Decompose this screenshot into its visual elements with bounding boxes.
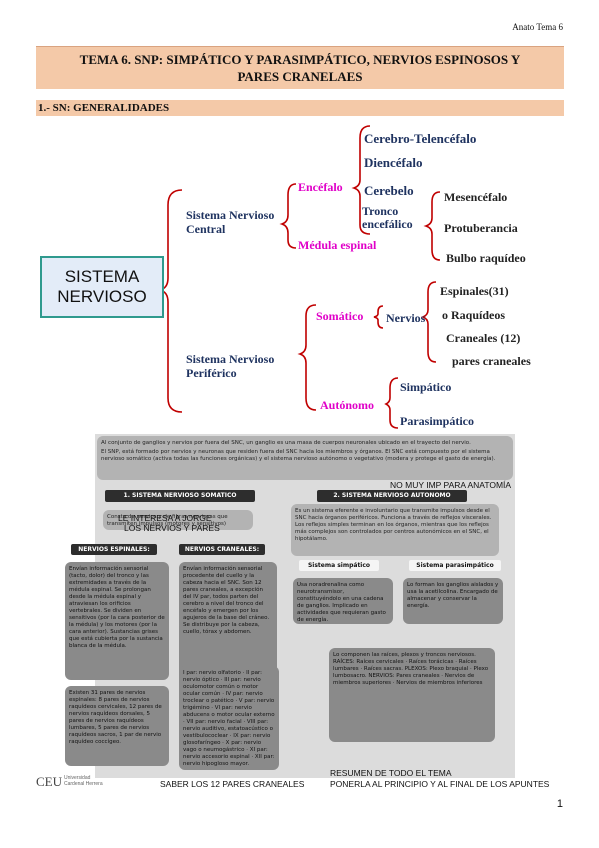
espinales-list: Existen 31 pares de nervios espinales: 8… — [65, 686, 169, 766]
node-cerebelo: Cerebelo — [364, 183, 414, 198]
title-line-2: PARES CRANELAES — [237, 69, 363, 84]
simpatico-desc: Usa noradrenalina como neurotransmisor, … — [293, 578, 393, 624]
node-simpatico: Simpático — [400, 380, 452, 394]
node-snp-line2: Periférico — [186, 366, 237, 380]
summary-intro-text: Al conjunto de ganglios y nervios por fu… — [101, 440, 471, 446]
note-saber: SABER LOS 12 PARES CRANEALES — [160, 779, 305, 789]
node-tronco: Tronco encefálico — [362, 205, 413, 231]
note-le-interesa-1: LE INTERESA A JORGE — [118, 513, 212, 523]
node-mesencefalo: Mesencéfalo — [444, 190, 508, 204]
parasimpatico-desc: Lo forman los ganglios aislados y usa la… — [403, 578, 503, 624]
note-le-interesa-2: LOS NERVIOS Y PARES — [124, 523, 220, 533]
node-snc-line2: Central — [186, 222, 226, 236]
brace-tronco — [423, 191, 441, 261]
brace-snp — [297, 304, 317, 411]
root-line-2: NERVIOSO — [57, 287, 147, 306]
node-snp-line1: Sistema Nervioso — [186, 352, 275, 366]
espinales-header: NERVIOS ESPINALES: — [71, 544, 157, 555]
node-somatico: Somático — [316, 309, 364, 323]
autonomo-desc: Es un sistema eferente e involuntario qu… — [291, 504, 499, 556]
node-snc: Sistema Nervioso Central — [186, 208, 274, 236]
craneales-desc: Envían información sensorial procedente … — [179, 562, 277, 680]
footer-logo-sub: Universidad Cardenal Herrera — [64, 775, 103, 787]
node-raquideos: o Raquídeos — [442, 308, 506, 322]
autonomo-header: 2. SISTEMA NERVIOSO AUTONOMO — [317, 490, 467, 502]
simpatico-header: Sistema simpático — [299, 560, 379, 571]
node-parasimpatico: Parasimpático — [400, 414, 474, 428]
footer-logo-sub-1: Universidad — [64, 775, 91, 781]
section-heading: 1.- SN: GENERALIDADES — [36, 100, 564, 116]
node-protuberancia: Protuberancia — [444, 221, 518, 235]
craneales-list: I par: nervio olfatorio · II par: nervio… — [179, 666, 279, 770]
parasimpatico-header: Sistema parasimpático — [409, 560, 501, 571]
note-resumen-1: RESUMEN DE TODO EL TEMA — [330, 768, 452, 778]
brace-autonomo — [384, 377, 399, 429]
node-bulbo: Bulbo raquídeo — [446, 251, 526, 265]
title-line-1: TEMA 6. SNP: SIMPÁTICO Y PARASIMPÁTICO, … — [79, 52, 521, 67]
node-nervios: Nervios — [386, 311, 426, 325]
diagram-braces — [159, 125, 441, 429]
somatico-header: 1. SISTEMA NERVIOSO SOMATICO — [105, 490, 255, 502]
footer-logo-sub-2: Cardenal Herrera — [64, 781, 103, 787]
craneales-header: NERVIOS CRANEALES: — [179, 544, 265, 555]
brace-snc — [279, 183, 297, 249]
somatico-desc: Consta de nervios y de fibras nerviosas … — [103, 510, 253, 530]
summary-intro: Al conjunto de ganglios y nervios por fu… — [97, 436, 513, 480]
node-snp: Sistema Nervioso Periférico — [186, 352, 274, 380]
note-resumen-2: PONERLA AL PRINCIPIO Y AL FINAL DE LOS A… — [330, 779, 550, 789]
footer-logo: CEU — [36, 774, 62, 789]
root-node-box: SISTEMA NERVIOSO — [40, 256, 164, 318]
node-craneales: Craneales (12) — [446, 331, 521, 345]
node-snc-line1: Sistema Nervioso — [186, 208, 275, 222]
node-diencefalo: Diencéfalo — [364, 155, 423, 170]
summary-intro-text2: El SNP, está formado por nervios y neuro… — [101, 449, 496, 462]
node-tronco-line2: encefálico — [362, 217, 413, 231]
node-pares: pares craneales — [452, 354, 531, 368]
node-tronco-line1: Tronco — [362, 204, 399, 218]
node-cerebro: Cerebro-Telencéfalo — [364, 131, 477, 146]
note-no-muy-imp: NO MUY IMP PARA ANATOMÍA — [390, 480, 512, 490]
page-number: 1 — [556, 798, 563, 810]
summary-concept-map: Al conjunto de ganglios y nervios por fu… — [65, 434, 515, 778]
brace-encefalo — [351, 125, 371, 235]
header-label: Anato Tema 6 — [512, 22, 563, 32]
root-line-1: SISTEMA — [64, 267, 140, 286]
node-espinales: Espinales(31) — [440, 284, 509, 298]
node-autonomo: Autónomo — [320, 398, 375, 412]
brace-somatico — [373, 305, 384, 329]
node-encefalo: Encéfalo — [298, 180, 343, 194]
node-medula: Médula espinal — [298, 238, 377, 252]
page-title: TEMA 6. SNP: SIMPÁTICO Y PARASIMPÁTICO, … — [36, 46, 564, 89]
plexos-list: Lo componen las raíces, plexos y troncos… — [329, 648, 495, 742]
brace-nervios — [420, 281, 437, 363]
espinales-desc: Envían información sensorial (tacto, dol… — [65, 562, 169, 680]
